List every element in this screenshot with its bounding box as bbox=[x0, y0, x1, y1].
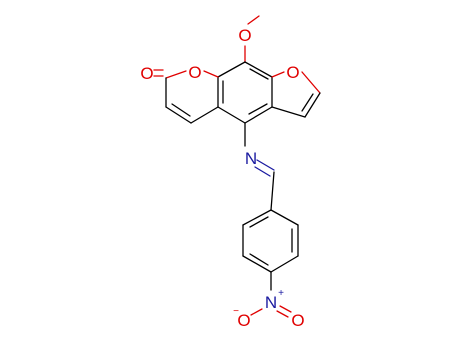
bond-furan-c3c3a bbox=[271, 106, 306, 118]
bond-c-ofuran bbox=[271, 71, 285, 78]
bond-pyranone-c3c4 bbox=[165, 106, 192, 124]
charge-o-nitro-left: − bbox=[233, 306, 239, 317]
bond-ph-4-inner bbox=[249, 253, 269, 266]
atom-n-imine: N bbox=[245, 149, 257, 168]
bond-nnitro-oright-b bbox=[276, 310, 289, 318]
bond-ph-3 bbox=[270, 255, 299, 273]
bond-ph-6 bbox=[242, 209, 272, 226]
atom-o-methoxy: O bbox=[238, 26, 251, 45]
bond-nnitro-oleft bbox=[250, 308, 263, 316]
bond-nnitro-oright-a bbox=[279, 305, 292, 313]
bond-furan-c2c3 bbox=[304, 92, 321, 118]
bond-olactone-c bbox=[165, 70, 187, 79]
bond-furan-c2c3-inner bbox=[301, 93, 314, 112]
bond-nimine-c-b bbox=[254, 166, 271, 177]
bond-ring-1-inner bbox=[249, 68, 269, 80]
bond-ring-1 bbox=[244, 61, 273, 78]
atom-o-nitro-left: O bbox=[237, 311, 250, 330]
bond-pyranone-c3c4-inner bbox=[171, 103, 191, 117]
bond-ring-3 bbox=[244, 106, 273, 124]
bond-ph-1 bbox=[270, 209, 299, 226]
bond-ph-6-inner bbox=[249, 216, 269, 228]
bond-ofuran-c bbox=[301, 71, 321, 94]
bond-ring-6 bbox=[217, 61, 246, 78]
bond-pyranone-c4c4a bbox=[190, 106, 219, 124]
bond-nimine-c-a bbox=[256, 159, 275, 171]
bond-ring-4 bbox=[217, 106, 246, 124]
atom-o-nitro-right: O bbox=[291, 311, 304, 330]
atom-o-lactone: O bbox=[188, 63, 201, 82]
atom-o-carbonyl: O bbox=[140, 64, 153, 83]
atom-o-furan: O bbox=[286, 63, 299, 82]
bond-ph-4 bbox=[242, 255, 272, 273]
bond-ch-aryl bbox=[270, 171, 275, 211]
bond-methyl-o bbox=[247, 15, 260, 25]
bond-c-olactone bbox=[203, 70, 219, 78]
bond-ring-3-inner bbox=[248, 103, 268, 115]
atom-n-nitro: N bbox=[265, 293, 277, 312]
charge-n-nitro: + bbox=[278, 288, 284, 299]
